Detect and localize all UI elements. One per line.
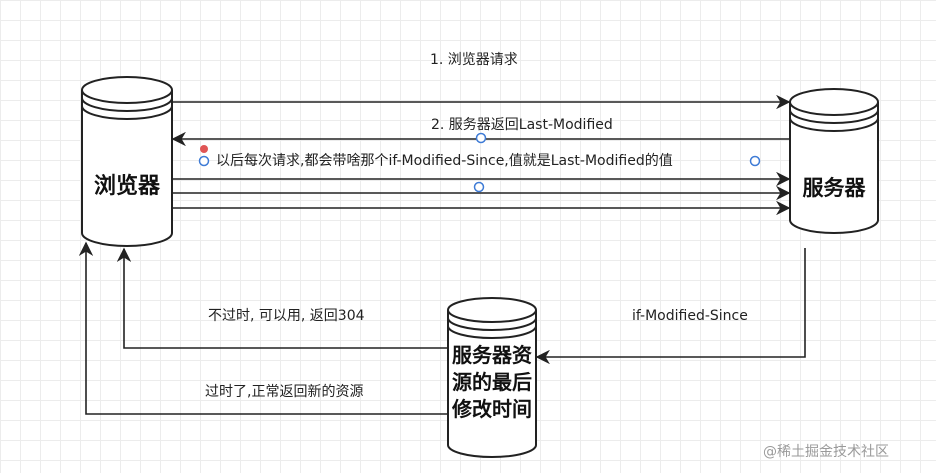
- edge-check[interactable]: [535, 248, 806, 365]
- browser-label: 浏览器: [93, 174, 160, 199]
- edge-label-subsequent: 以后每次请求,都会带啥那个if-Modified-Since,值就是Last-M…: [216, 153, 673, 169]
- server-node[interactable]: [789, 88, 879, 234]
- edge-not-expired[interactable]: [116, 247, 448, 349]
- edge-label-request: 1. 浏览器请求: [430, 52, 518, 68]
- edge-expired[interactable]: [78, 241, 448, 415]
- edge-handle[interactable]: [475, 132, 487, 144]
- edge-handle[interactable]: [473, 181, 485, 193]
- edge-handle[interactable]: [749, 155, 761, 167]
- edge-handle-red[interactable]: [200, 145, 208, 153]
- browser-node[interactable]: [81, 76, 173, 247]
- server-label: 服务器: [802, 176, 866, 200]
- watermark: @稀土掘金技术社区: [763, 444, 889, 460]
- edge-handle[interactable]: [198, 155, 210, 167]
- edge-label-check: if-Modified-Since: [632, 308, 748, 324]
- resource-node[interactable]: [447, 297, 537, 458]
- edge-label-response: 2. 服务器返回Last-Modified: [431, 117, 613, 133]
- edge-label-expired: 过时了,正常返回新的资源: [205, 384, 364, 400]
- resource-label: 服务器资源的最后修改时间: [452, 343, 532, 421]
- edge-label-not-expired: 不过时, 可以用, 返回304: [208, 308, 365, 324]
